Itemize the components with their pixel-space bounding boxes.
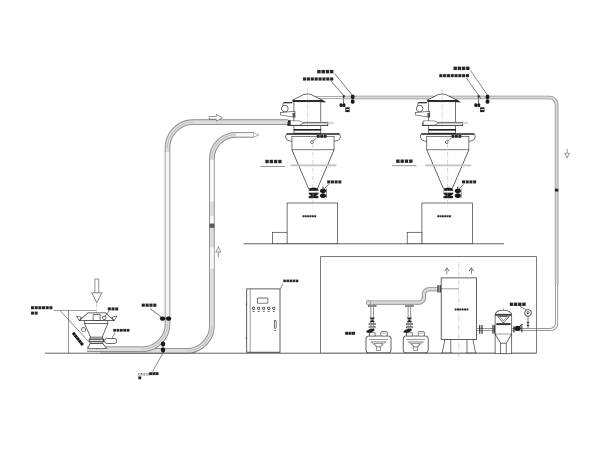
svg-text:P: P [526,311,529,316]
svg-text:DN100: DN100 [138,371,151,376]
